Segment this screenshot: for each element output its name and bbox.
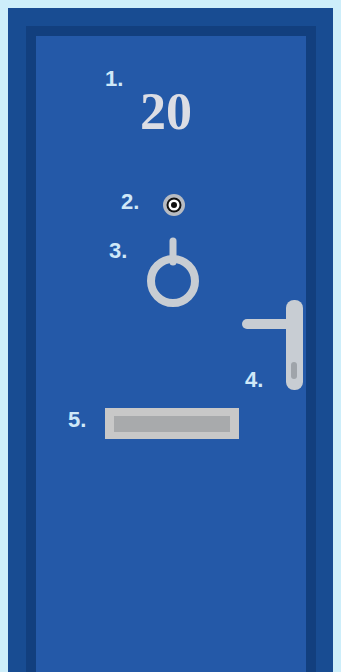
door-panel bbox=[36, 36, 306, 672]
peephole-rim bbox=[163, 194, 185, 216]
door-knocker bbox=[151, 241, 195, 303]
peephole bbox=[163, 194, 185, 216]
key-slot bbox=[291, 362, 297, 379]
peephole-glass bbox=[169, 200, 180, 211]
door-panel-edge bbox=[26, 26, 316, 672]
callout-number: 1. bbox=[105, 68, 123, 90]
callout-number: 4. bbox=[245, 369, 263, 391]
callout-number: 2. bbox=[121, 191, 139, 213]
handle-plate bbox=[286, 300, 303, 390]
callout-number: 3. bbox=[109, 240, 127, 262]
knocker-ring bbox=[151, 259, 195, 303]
door-frame bbox=[8, 8, 333, 672]
door-handle bbox=[242, 300, 303, 390]
letterbox-slot bbox=[114, 416, 230, 432]
house-number: 20 bbox=[140, 86, 192, 138]
letterbox bbox=[105, 408, 239, 439]
peephole-lens bbox=[167, 198, 182, 213]
callout-number: 5. bbox=[68, 409, 86, 431]
peephole-center bbox=[171, 202, 177, 208]
letterbox-plate bbox=[105, 408, 239, 439]
